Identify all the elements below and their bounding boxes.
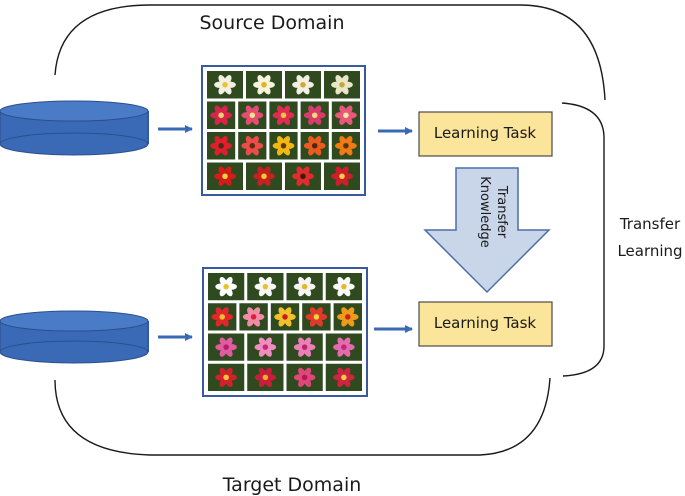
target-photo-1-1 (239, 303, 268, 331)
target-photo-3-3 (325, 363, 362, 391)
target-learning-task-box: Learning Task (418, 301, 553, 347)
target-photo-1-0 (208, 303, 237, 331)
target-photo-2-2 (286, 333, 323, 361)
target-photo-0-2 (286, 273, 323, 301)
source-photo-1-0 (207, 101, 236, 129)
target-photo-3-2 (286, 363, 323, 391)
source-photo-2-3 (300, 132, 329, 160)
source-domain-title: Source Domain (199, 12, 344, 34)
source-photo-0-3 (324, 71, 360, 99)
source-photo-3-0 (207, 162, 243, 190)
source-photo-3-1 (246, 162, 282, 190)
target-image-grid (202, 267, 368, 397)
source-domain-outline (54, 4, 606, 101)
knowledge-transfer-label-line1: Knowledge (477, 176, 492, 247)
source-image-grid (201, 65, 366, 196)
source-photo-0-2 (285, 71, 321, 99)
target-photo-0-3 (325, 273, 362, 301)
source-learning-task-box: Learning Task (418, 111, 553, 157)
transfer-learning-label-line2: Learning (617, 242, 682, 260)
target-photo-2-0 (208, 333, 245, 361)
target-photo-1-3 (302, 303, 331, 331)
source-photo-1-4 (331, 101, 360, 129)
target-photo-0-0 (208, 273, 245, 301)
target-photo-3-0 (208, 363, 245, 391)
target-photo-1-4 (333, 303, 362, 331)
source-database-icon (0, 100, 149, 156)
source-photo-2-4 (331, 132, 360, 160)
source-photo-2-2 (269, 132, 298, 160)
source-photo-1-1 (238, 101, 267, 129)
knowledge-transfer-arrow: Knowledge Transfer (423, 167, 551, 294)
source-photo-1-2 (269, 101, 298, 129)
target-photo-2-1 (247, 333, 284, 361)
source-photo-0-0 (207, 71, 243, 99)
target-learning-task-label: Learning Task (434, 314, 537, 332)
target-photo-3-1 (247, 363, 284, 391)
source-photo-3-3 (324, 162, 360, 190)
target-photo-0-1 (247, 273, 284, 301)
source-photo-2-0 (207, 132, 236, 160)
transfer-learning-label-line1: Transfer (619, 215, 681, 233)
source-photo-2-1 (238, 132, 267, 160)
target-photo-1-2 (270, 303, 300, 331)
source-learning-task-label: Learning Task (434, 124, 537, 142)
knowledge-transfer-label-line2: Transfer (494, 185, 509, 239)
target-photo-2-3 (325, 333, 362, 361)
target-database-icon (0, 310, 149, 364)
target-domain-title: Target Domain (222, 474, 362, 496)
source-photo-3-2 (285, 162, 321, 190)
source-photo-0-1 (246, 71, 282, 99)
target-domain-outline (54, 377, 551, 456)
source-photo-1-3 (300, 101, 329, 129)
transfer-learning-bracket (561, 102, 605, 377)
